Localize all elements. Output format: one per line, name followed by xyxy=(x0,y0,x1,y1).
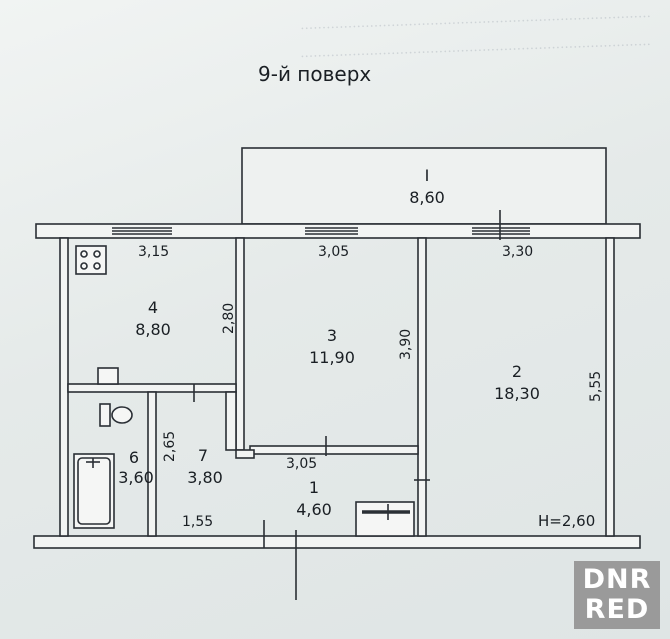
room-area-4: 8,80 xyxy=(135,320,171,339)
window-right xyxy=(472,210,530,240)
stove xyxy=(75,245,107,275)
floor-title: 9-й поверх xyxy=(258,62,372,86)
ceiling-height: H=2,60 xyxy=(538,512,596,530)
watermark-logo: DNR RED xyxy=(574,561,660,629)
dim-room4-depth: 2,80 xyxy=(221,302,237,334)
radiator xyxy=(355,501,415,537)
room-number-1: 1 xyxy=(308,478,320,497)
room-area-I: 8,60 xyxy=(409,188,445,207)
kitchen-sink xyxy=(97,367,119,385)
toilet xyxy=(99,403,133,427)
left-exterior-wall xyxy=(59,237,69,537)
room-number-7: 7 xyxy=(197,446,209,465)
bathtub xyxy=(73,453,115,529)
wall-room3-bottom xyxy=(249,445,419,455)
room-area-7: 3,80 xyxy=(187,468,223,487)
watermark-line2: RED xyxy=(584,594,650,625)
dim-bottom-width: 1,55 xyxy=(182,514,214,530)
room-number-4: 4 xyxy=(147,298,159,317)
dim-room7-depth: 2,65 xyxy=(162,430,178,462)
wall-4-3 xyxy=(235,237,245,451)
bottom-exterior-wall xyxy=(33,535,641,549)
dim-room3-depth: 3,90 xyxy=(398,328,414,360)
window-middle xyxy=(305,227,358,235)
dim-top-right-width: 3,30 xyxy=(502,244,534,260)
room-number-3: 3 xyxy=(326,326,338,345)
wall-3-2 xyxy=(417,237,427,537)
dim-top-middle-width: 3,05 xyxy=(318,244,350,260)
right-exterior-wall xyxy=(605,237,615,537)
dim-top-left-width: 3,15 xyxy=(138,244,170,260)
dim-room2-depth: 5,55 xyxy=(588,370,604,402)
room-area-6: 3,60 xyxy=(118,468,154,487)
room-number-I: I xyxy=(424,166,430,185)
window-left xyxy=(112,227,172,235)
room-number-6: 6 xyxy=(128,448,140,467)
room-area-1: 4,60 xyxy=(296,500,332,519)
dim-hall-width: 3,05 xyxy=(286,456,318,472)
wall-6-7 xyxy=(147,391,157,537)
room-number-2: 2 xyxy=(511,362,523,381)
wall-kitchen-bottom xyxy=(67,383,237,393)
room-area-3: 11,90 xyxy=(309,348,355,367)
watermark-line1: DNR xyxy=(582,564,652,595)
room-area-2: 18,30 xyxy=(494,384,540,403)
balcony-outline xyxy=(241,147,607,225)
